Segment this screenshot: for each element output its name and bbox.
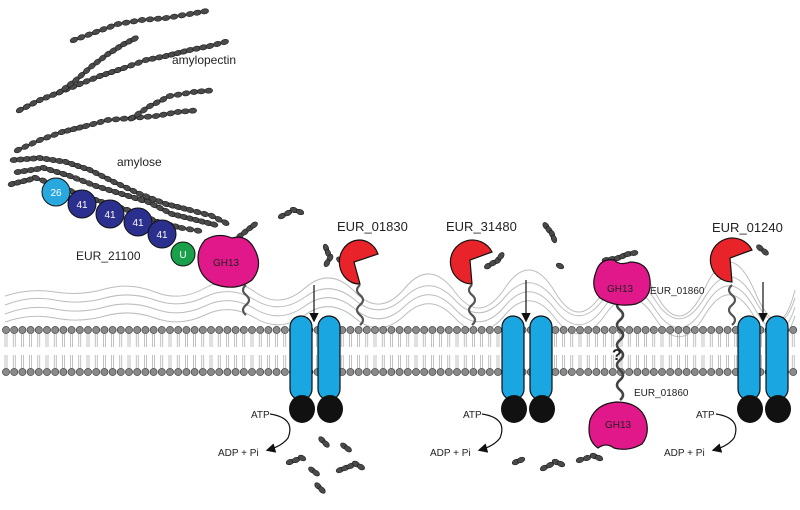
atp-label-2: ATP [463,410,482,421]
domain-label-41-c: 41 [132,218,144,229]
gh13-domain-top: GH13 [593,259,651,306]
amylose-label: amylose [117,155,162,169]
eur-21100-domains: 26 41 41 41 41 U [41,177,196,267]
abc-transporter-2 [501,280,555,423]
atp-label-1: ATP [251,410,270,421]
eur-01830-label: EUR_01830 [337,219,408,234]
binding-protein-eur-01830 [338,239,379,285]
eur-01240-label: EUR_01240 [712,220,783,235]
gh13-domain-main: GH13 [197,234,260,288]
gh13-top-label: GH13 [607,284,634,295]
binding-protein-eur-31480 [449,239,493,285]
abc-transporter-3 [737,282,791,423]
gh13-main-label: GH13 [213,258,240,269]
anchor-tethers [241,284,737,326]
atp-label-3: ATP [696,410,715,421]
adp-pi-label-2: ADP + Pi [430,448,471,459]
gh13-domain-bottom: GH13 [588,401,648,450]
eur-21100-label: EUR_21100 [76,249,141,263]
cell-wall [4,261,796,341]
domain-label-26: 26 [50,188,62,199]
domain-label-41-b: 41 [104,210,116,221]
unknown-link-mark: ? [612,347,622,364]
eur-01860-bottom-label: EUR_01860 [634,388,689,399]
atp-arrows [265,413,737,453]
domain-label-u: U [179,250,186,261]
lipid-bilayer [2,326,798,376]
domain-label-41-a: 41 [76,200,88,211]
adp-pi-label-1: ADP + Pi [218,448,259,459]
eur-01860-top-label: EUR_01860 [650,286,705,297]
domain-label-41-d: 41 [156,230,168,241]
adp-pi-label-3: ADP + Pi [664,448,705,459]
binding-protein-eur-01240 [709,237,753,283]
amylopectin-label: amylopectin [172,53,236,67]
transmembrane-linker [615,299,625,401]
eur-31480-label: EUR_31480 [446,219,517,234]
gh13-bottom-label: GH13 [605,420,632,431]
abc-transporter-1 [289,285,343,423]
